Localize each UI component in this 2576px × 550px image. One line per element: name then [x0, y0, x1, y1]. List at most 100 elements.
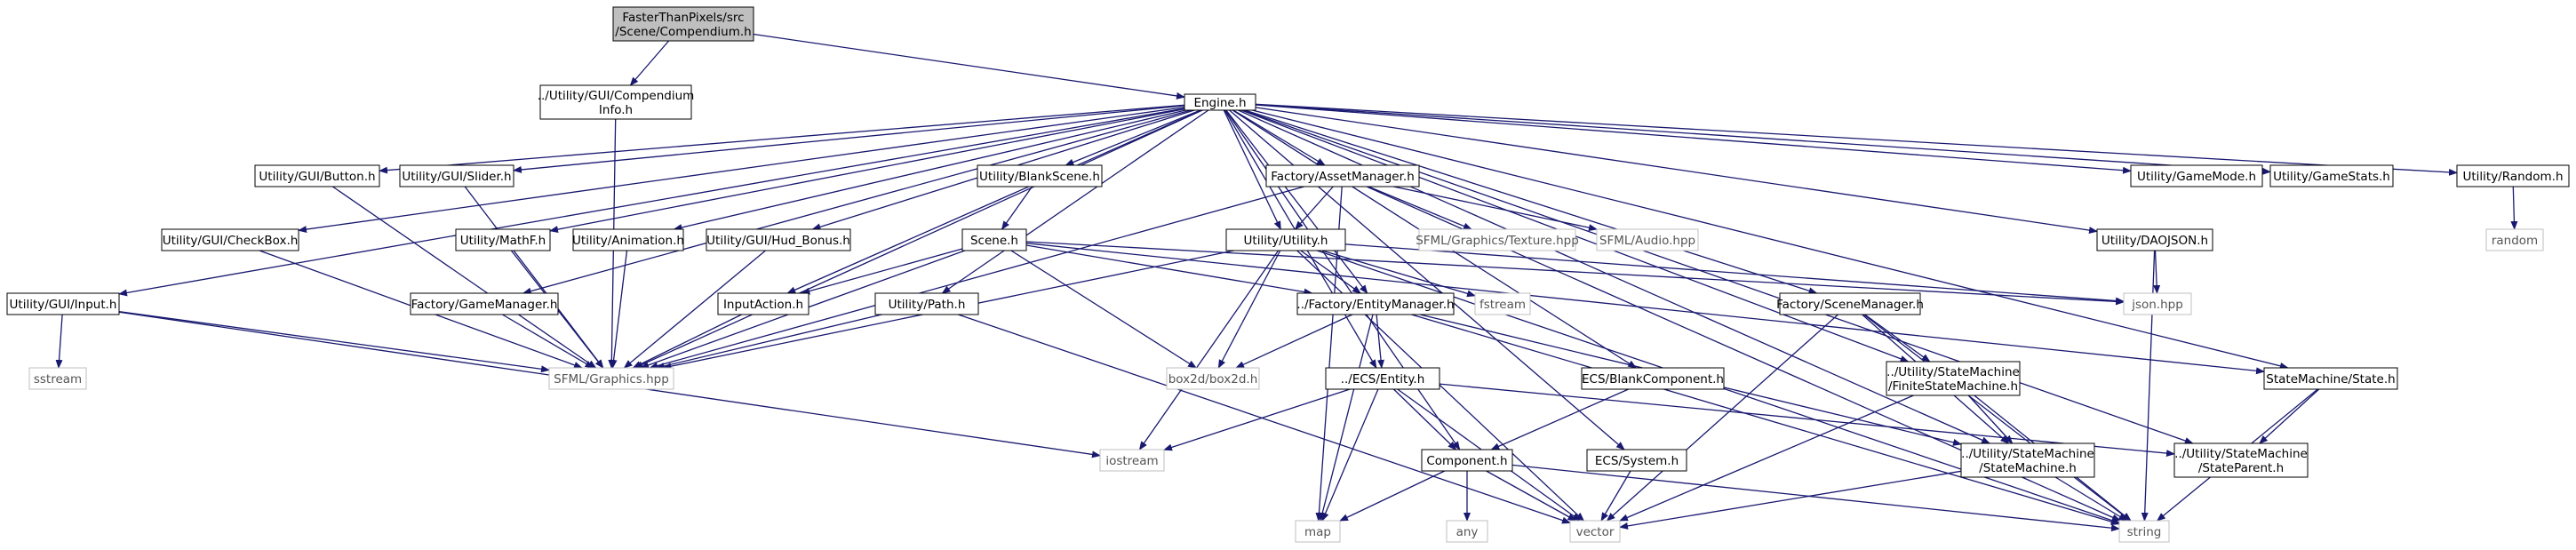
edge-engine-to-inputaction [786, 109, 1202, 294]
edge-inputaction-to-sfmlgraphics [632, 314, 742, 369]
node-hudbonus[interactable]: Utility/GUI/Hud_Bonus.h [706, 228, 851, 251]
edge-utility-to-iostream [1138, 250, 1280, 450]
node-box [1569, 520, 1621, 543]
edge-engine-to-checkbox [298, 106, 1185, 234]
node-label: ../Utility/GUI/Compendium [538, 89, 695, 103]
node-json: json.hpp [2123, 292, 2192, 315]
node-ecssystem[interactable]: ECS/System.h [1586, 449, 1687, 472]
edge-assetmgr-to-sfmlgraphics [649, 186, 1304, 370]
node-gamemgr[interactable]: Factory/GameManager.h [410, 292, 559, 315]
edge-utility-to-json [1344, 243, 2125, 305]
edge-sm-to-string [2054, 476, 2128, 522]
node-checkbox[interactable]: Utility/GUI/CheckBox.h [161, 228, 299, 251]
node-fstream: fstream [1474, 292, 1531, 315]
node-box [1960, 442, 2095, 478]
node-box [2263, 367, 2398, 390]
edge-blankcomp-to-component [1490, 388, 1629, 450]
edge-ecsentity-to-map [1321, 388, 1379, 522]
node-label: ../ECS/Entity.h [1341, 372, 1425, 387]
edge-blankscene-to-scene [1001, 186, 1033, 230]
node-blankcomp[interactable]: ECS/BlankComponent.h [1581, 367, 1725, 390]
node-daojson[interactable]: Utility/DAOJSON.h [2096, 228, 2213, 251]
node-label: Utility/BlankScene.h [979, 170, 1100, 184]
node-label: ECS/System.h [1595, 454, 1679, 468]
node-string: string [2118, 520, 2170, 543]
node-component[interactable]: Component.h [1421, 449, 1513, 472]
node-random[interactable]: Utility/Random.h [2456, 164, 2570, 187]
edge-engine-to-button [379, 104, 1185, 174]
edge-input-to-sstream [55, 314, 63, 369]
node-blankscene[interactable]: Utility/BlankScene.h [977, 164, 1103, 187]
node-ecsentity[interactable]: ../ECS/Entity.h [1325, 367, 1440, 390]
node-root[interactable]: FasterThanPixels/src/Scene/Compendium.h [612, 6, 754, 42]
node-label: map [1304, 525, 1331, 539]
edge-engine-to-animation [673, 109, 1186, 231]
node-input[interactable]: Utility/GUI/Input.h [6, 292, 120, 315]
node-label: /StateParent.h [2198, 461, 2284, 475]
node-utility[interactable]: Utility/Utility.h [1225, 228, 1346, 251]
node-label: /FiniteStateMachine.h [1888, 379, 2018, 394]
edge-slider-to-sfmlgraphics [464, 186, 604, 369]
edge-utility-to-box2d [1217, 250, 1281, 369]
edge-engine-to-slider [513, 105, 1185, 173]
node-entitymgr[interactable]: ../Factory/EntityManager.h [1296, 292, 1455, 315]
node-scenemgr[interactable]: Factory/SceneManager.h [1776, 292, 1924, 315]
node-statemachine_state[interactable]: StateMachine/State.h [2263, 367, 2398, 390]
node-label: Utility/GUI/CheckBox.h [163, 234, 299, 248]
edge-assetmgr-to-texture [1368, 186, 1472, 230]
edge-gamemgr-to-sfmlgraphics [502, 314, 594, 369]
node-animation[interactable]: Utility/Animation.h [572, 228, 684, 251]
node-gamestats[interactable]: Utility/GameStats.h [2269, 164, 2394, 187]
node-box [1586, 449, 1687, 472]
node-label: ../Utility/StateMachine [2174, 447, 2308, 461]
node-inputaction[interactable]: InputAction.h [717, 292, 809, 315]
node-slider[interactable]: Utility/GUI/Slider.h [399, 164, 514, 187]
edge-random-to-randomlib [2510, 186, 2518, 230]
node-box [717, 292, 809, 315]
node-box2d: box2d/box2d.h [1166, 367, 1260, 390]
node-gamemode[interactable]: Utility/GameMode.h [2130, 164, 2263, 187]
node-engine[interactable]: Engine.h [1184, 93, 1256, 111]
edge-fsm-to-sm [1967, 395, 2014, 444]
node-label: Component.h [1426, 454, 1507, 468]
node-iostream: iostream [1099, 449, 1165, 472]
edge-engine-to-stateparent [1242, 109, 2194, 444]
edge-ecssystem-to-vector [1600, 470, 1631, 522]
node-assetmgr[interactable]: Factory/AssetManager.h [1265, 164, 1420, 187]
edge-engine-to-ecssystem [1229, 109, 1625, 450]
node-box [874, 292, 979, 315]
edge-scenemgr-to-vector [1606, 314, 1838, 522]
node-box [961, 228, 1027, 251]
edge-engine-to-entitymgr [1225, 109, 1368, 294]
node-label: ../Factory/EntityManager.h [1296, 298, 1454, 312]
node-stateparent[interactable]: ../Utility/StateMachine/StateParent.h [2173, 442, 2309, 478]
edge-component-to-map [1339, 470, 1446, 522]
edge-hudbonus-to-sfmlgraphics [623, 250, 766, 369]
node-label: SFML/Graphics.hpp [554, 372, 669, 387]
edge-utility-to-entitymgr [1300, 250, 1362, 294]
edge-statemachine_state-to-stateparent [2259, 388, 2320, 444]
node-label: Factory/AssetManager.h [1271, 170, 1415, 184]
node-label: Utility/GameStats.h [2273, 170, 2390, 184]
node-sm[interactable]: ../Utility/StateMachine/StateMachine.h [1960, 442, 2095, 478]
edge-entitymgr-to-box2d [1235, 314, 1353, 369]
node-mathf[interactable]: Utility/MathF.h [455, 228, 551, 251]
edge-scene-to-inputaction [801, 248, 963, 295]
node-path[interactable]: Utility/Path.h [874, 292, 979, 315]
node-button[interactable]: Utility/GUI/Button.h [254, 164, 380, 187]
edge-ecsentity-to-iostream [1163, 388, 1351, 451]
node-box [254, 164, 380, 187]
node-label: Utility/Animation.h [572, 234, 684, 248]
node-box [410, 292, 559, 315]
edge-component-to-vector [1486, 470, 1577, 522]
node-scene[interactable]: Scene.h [961, 228, 1027, 251]
node-fsm[interactable]: ../Utility/StateMachine/FiniteStateMachi… [1886, 361, 2021, 396]
edge-scenemgr-to-string [1863, 314, 2132, 522]
edge-entitymgr-to-string [1411, 314, 2120, 525]
node-label: Utility/GameMode.h [2137, 170, 2256, 184]
node-randomlib: random [2485, 228, 2544, 251]
node-label: iostream [1105, 454, 1158, 468]
node-box [1099, 449, 1165, 472]
